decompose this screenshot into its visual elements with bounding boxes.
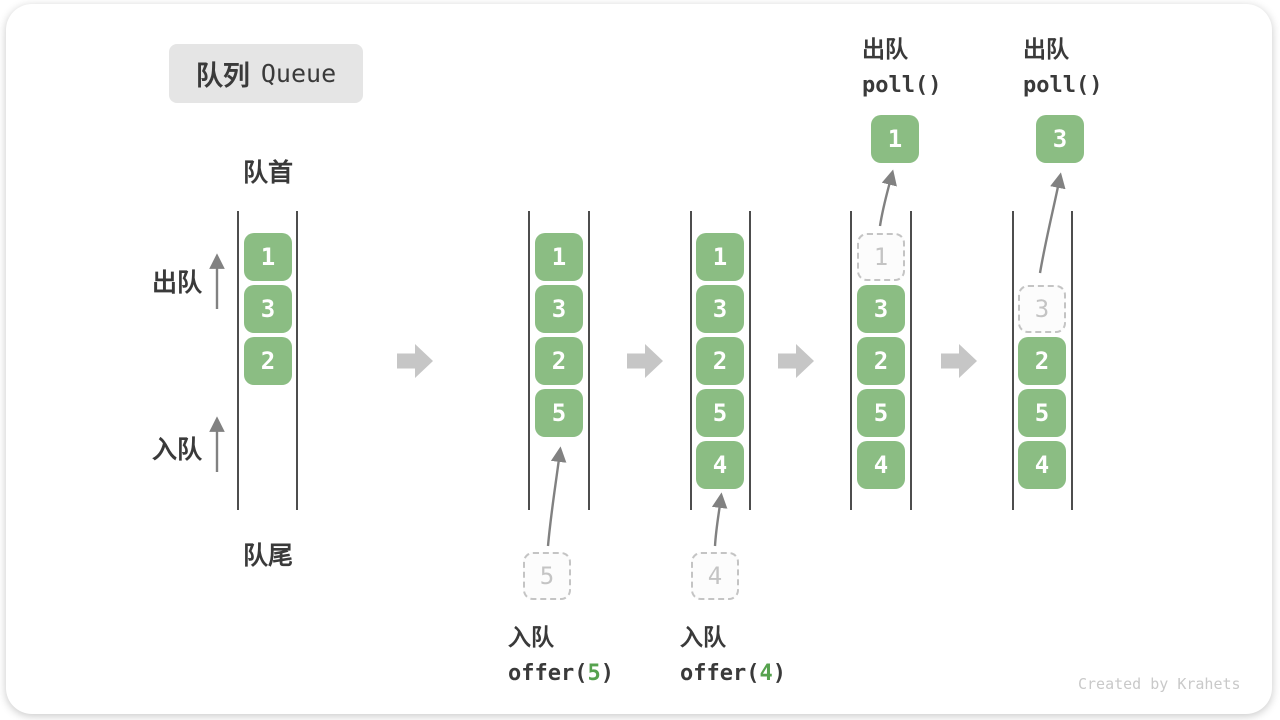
queue-wall xyxy=(588,211,590,510)
queue-cell: 2 xyxy=(244,337,292,385)
queue-cell: 5 xyxy=(1018,389,1066,437)
queue-cell: 2 xyxy=(535,337,583,385)
code-close: ) xyxy=(772,661,786,686)
queue-cell: 2 xyxy=(857,337,905,385)
operation-label-enqueue-4: 入队 offer(4) xyxy=(680,618,786,686)
title-zh: 队列 xyxy=(195,61,250,91)
queue-cell: 4 xyxy=(857,441,905,489)
operation-code: offer(5) xyxy=(508,661,614,686)
operation-code: poll() xyxy=(1023,73,1103,98)
code-arg: 5 xyxy=(587,661,601,686)
code-fn: offer( xyxy=(508,661,588,686)
queue-cell: 1 xyxy=(535,233,583,281)
queue-cell: 1 xyxy=(696,233,744,281)
queue-wall xyxy=(1012,211,1014,510)
queue-wall xyxy=(296,211,298,510)
queue-cell: 3 xyxy=(696,285,744,333)
queue-cell: 2 xyxy=(1018,337,1066,385)
queue-cell: 3 xyxy=(857,285,905,333)
queue-cell: 3 xyxy=(535,285,583,333)
popped-cell: 3 xyxy=(1036,115,1084,163)
queue-wall xyxy=(1071,211,1073,510)
queue-wall xyxy=(910,211,912,510)
queue-wall xyxy=(690,211,692,510)
queue-cell: 2 xyxy=(696,337,744,385)
label-enqueue-side: 入队 xyxy=(152,436,203,464)
queue-cell: 1 xyxy=(244,233,292,281)
queue-wall xyxy=(237,211,239,510)
label-dequeue-side: 出队 xyxy=(152,269,203,297)
code-fn: offer( xyxy=(680,661,760,686)
label-queue-front: 队首 xyxy=(242,159,293,187)
queue-cell: 5 xyxy=(857,389,905,437)
queue-cell: 5 xyxy=(696,389,744,437)
label-queue-rear: 队尾 xyxy=(242,542,293,570)
operation-label-poll-3: 出队 poll() xyxy=(1023,30,1102,98)
operation-label-enqueue-5: 入队 offer(5) xyxy=(508,618,614,686)
queue-cell: 4 xyxy=(696,441,744,489)
operation-code: offer(4) xyxy=(680,661,786,686)
operation-zh: 入队 xyxy=(508,624,554,650)
popped-cell: 1 xyxy=(871,115,919,163)
pending-enqueue-cell: 5 xyxy=(523,552,571,600)
operation-zh: 出队 xyxy=(1023,36,1069,62)
removed-slot-cell: 3 xyxy=(1018,285,1066,333)
watermark: Created by Krahets xyxy=(1078,675,1241,693)
queue-cell: 3 xyxy=(244,285,292,333)
removed-slot-cell: 1 xyxy=(857,233,905,281)
code-arg: 4 xyxy=(759,661,773,686)
title-badge: 队列 Queue xyxy=(169,44,363,103)
operation-zh: 入队 xyxy=(680,624,726,650)
operation-label-poll-1: 出队 poll() xyxy=(862,30,941,98)
operation-zh: 出队 xyxy=(862,36,908,62)
queue-cell: 5 xyxy=(535,389,583,437)
queue-wall xyxy=(850,211,852,510)
queue-wall xyxy=(749,211,751,510)
pending-enqueue-cell: 4 xyxy=(691,552,739,600)
operation-code: poll() xyxy=(862,73,942,98)
queue-wall xyxy=(528,211,530,510)
title-en: Queue xyxy=(260,59,337,88)
code-close: ) xyxy=(600,661,614,686)
queue-cell: 4 xyxy=(1018,441,1066,489)
